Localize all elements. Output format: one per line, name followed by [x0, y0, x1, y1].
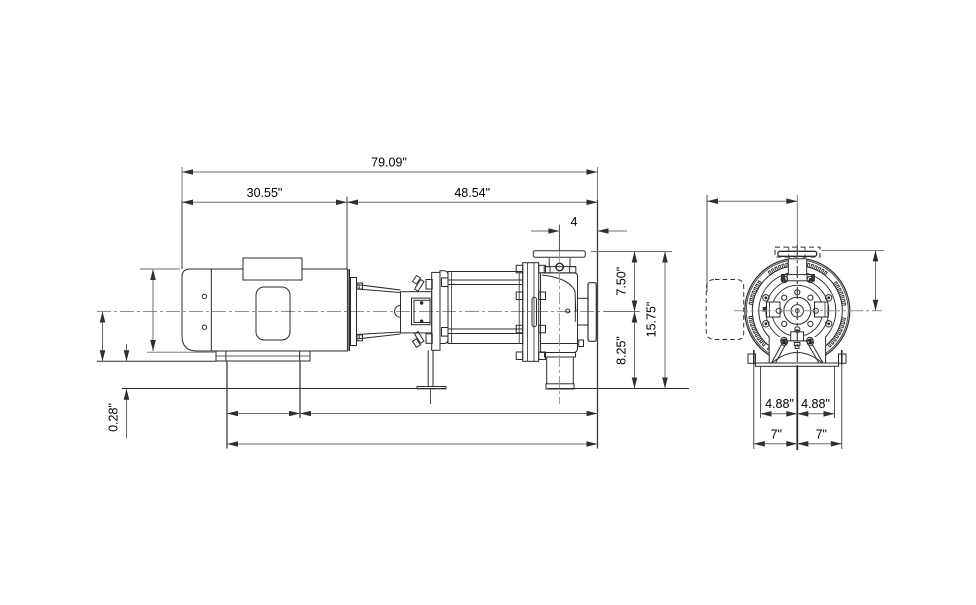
svg-text:79.09": 79.09"	[371, 156, 407, 170]
svg-text:0.28": 0.28"	[107, 403, 121, 432]
svg-text:7": 7"	[816, 428, 827, 442]
svg-text:8.25": 8.25"	[614, 336, 628, 365]
svg-text:4.88": 4.88"	[765, 397, 794, 411]
svg-text:7": 7"	[771, 428, 782, 442]
svg-text:7.50": 7.50"	[614, 267, 628, 296]
svg-text:15.75": 15.75"	[645, 302, 659, 338]
svg-text:48.54": 48.54"	[454, 186, 490, 200]
svg-text:30.55": 30.55"	[247, 186, 283, 200]
svg-text:4: 4	[571, 215, 578, 229]
svg-text:4.88": 4.88"	[801, 397, 830, 411]
